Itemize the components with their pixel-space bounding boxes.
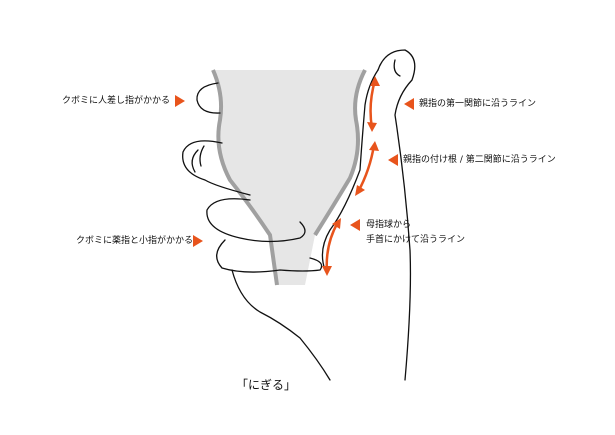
pointer-triangle-icon xyxy=(350,219,360,231)
arrow-thenar xyxy=(325,220,340,274)
thumb-nail xyxy=(393,59,401,77)
label-thumb-first-joint: 親指の第一関節に沿うライン xyxy=(419,99,537,109)
thumb-outer-line xyxy=(377,49,416,381)
pointer-triangle-icon xyxy=(175,95,185,107)
middle-finger-line xyxy=(182,140,251,196)
cup-body xyxy=(213,70,365,285)
palm-line xyxy=(231,269,331,381)
pointer-triangle-icon xyxy=(388,154,398,166)
label-thumb-base: 親指の付け根 / 第二関節に沿うライン xyxy=(403,155,556,165)
pointer-triangle-icon xyxy=(193,235,203,247)
little-finger-line xyxy=(216,239,323,273)
cup-right-outline xyxy=(313,69,367,237)
caption: 「にぎる」 xyxy=(236,378,297,392)
label-index-finger: クボミに人差し指がかかる xyxy=(62,96,171,106)
label-ring-little-finger: クボミに薬指と小指がかかる xyxy=(76,236,194,246)
label-thenar-line1: 母指球から xyxy=(366,220,412,230)
cup-left-outline xyxy=(211,69,279,286)
label-thenar-line2: 手首にかけて沿うライン xyxy=(366,235,466,245)
index-finger-line xyxy=(196,82,221,114)
middle-finger-nail xyxy=(191,145,205,173)
arrow-thumb-first-joint xyxy=(369,78,377,130)
ring-finger-line xyxy=(206,198,306,243)
pointer-triangle-icon xyxy=(404,98,414,110)
thumb-inner-line xyxy=(321,69,379,271)
